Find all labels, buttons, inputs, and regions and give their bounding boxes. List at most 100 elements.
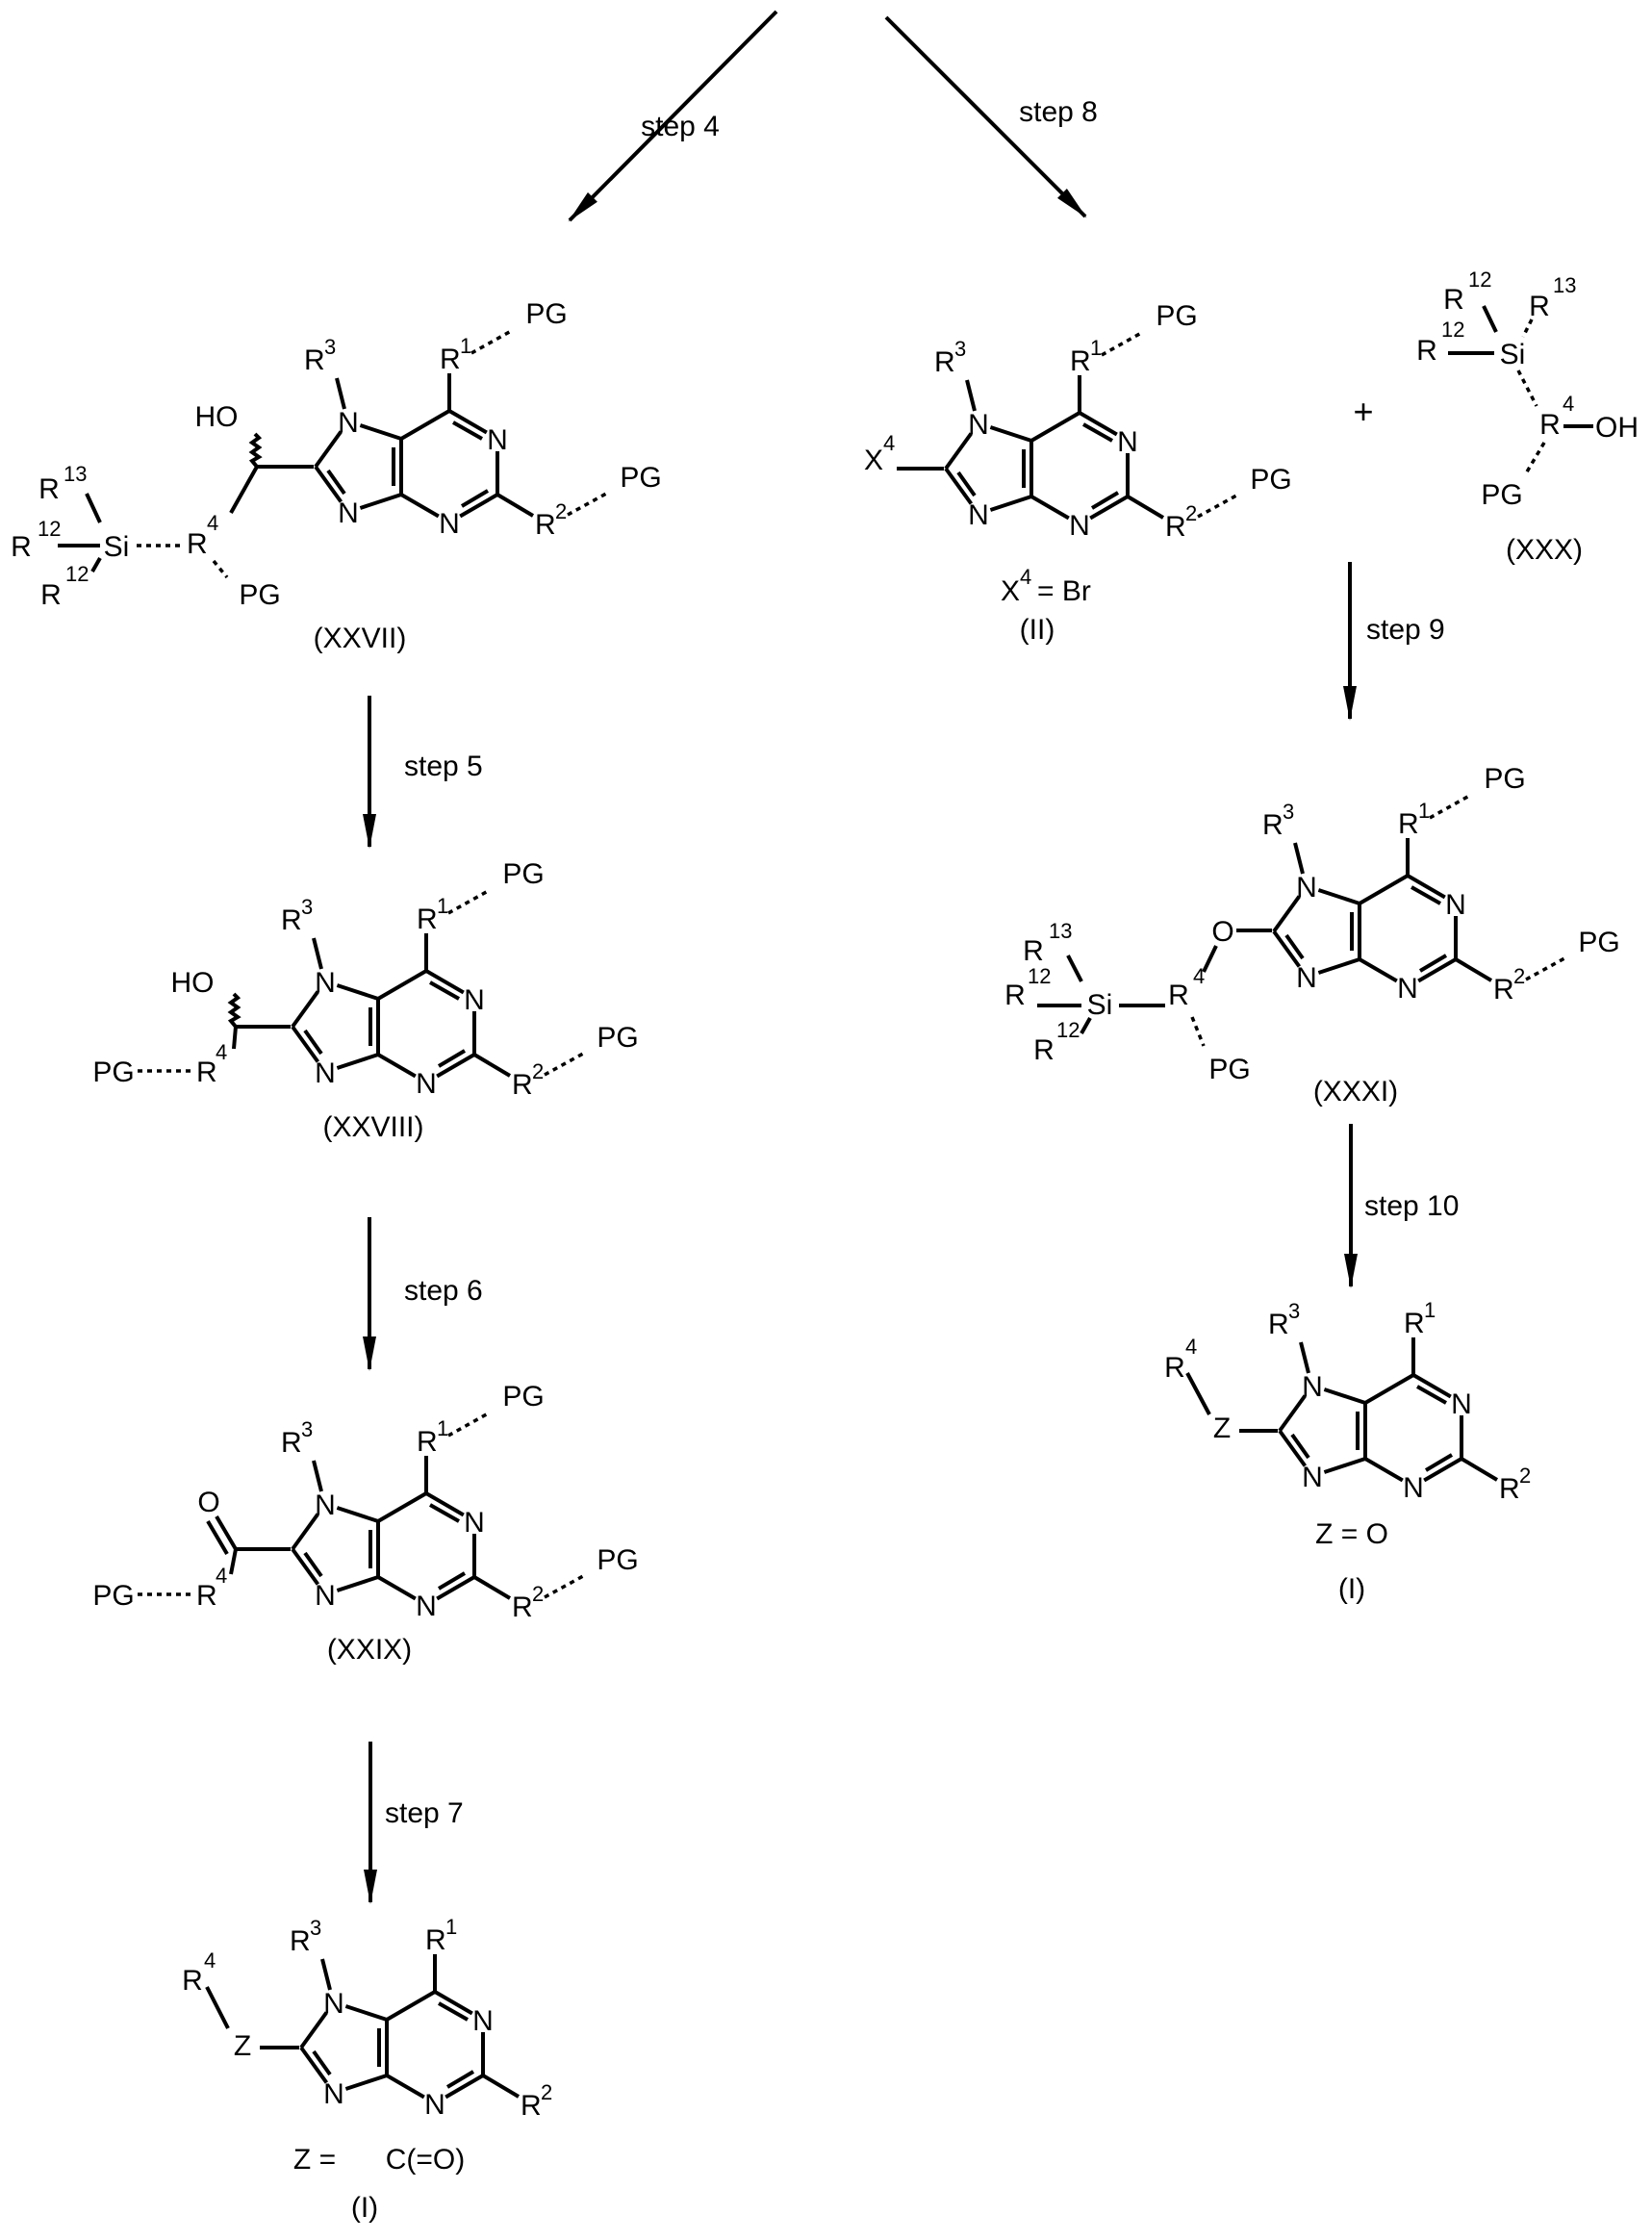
- ring-bond: [439, 2003, 468, 2020]
- bond: [87, 494, 100, 522]
- ring-bond: [337, 1508, 378, 1521]
- hydroxyl-label: HO: [195, 401, 239, 433]
- compound-xxviii: NNNNR3R1R2PGPG: [281, 858, 639, 1101]
- pg-link: [214, 561, 227, 577]
- superscript-1: 1: [1090, 336, 1102, 360]
- superscript-3: 3: [1288, 1299, 1300, 1323]
- wavy-bond: [231, 994, 238, 1027]
- step-10-label: step 10: [1364, 1190, 1459, 1222]
- substituent-r1: R: [440, 344, 461, 375]
- atom-n1: N: [464, 1507, 485, 1539]
- superscript-1: 1: [1418, 799, 1430, 823]
- si-link: [1518, 370, 1537, 406]
- substituent-r4: R: [196, 1580, 217, 1612]
- superscript: 12: [1468, 267, 1491, 292]
- superscript-1: 1: [1424, 1298, 1436, 1322]
- hydroxyl-label: OH: [1595, 412, 1639, 444]
- superscript: 13: [1049, 919, 1072, 943]
- compound-label-i-left: (I): [351, 2192, 378, 2224]
- superscript-3: 3: [301, 895, 313, 919]
- ring-bond: [360, 495, 401, 508]
- x4-definition-value: = Br: [1037, 575, 1091, 607]
- substituent-r4: R: [182, 1965, 203, 1997]
- substituent-r1: R: [417, 1426, 438, 1458]
- substituent-r2: R: [1493, 974, 1514, 1005]
- z-definition-lhs: Z =: [293, 2144, 336, 2176]
- atom-n7: N: [338, 407, 359, 439]
- substituent-r12: R: [1033, 1034, 1055, 1066]
- compound-xxvii: NNNNR3R1R2PGPG: [304, 298, 662, 541]
- bond: [234, 1027, 236, 1049]
- superscript: 4: [216, 1040, 227, 1064]
- superscript: 4: [216, 1564, 227, 1588]
- superscript-1: 1: [437, 1416, 448, 1440]
- substituent-r13: R: [1023, 935, 1044, 967]
- atom-n9: N: [338, 497, 359, 529]
- atom-n1: N: [487, 424, 508, 456]
- substituent-r2: R: [1499, 1473, 1520, 1505]
- protecting-group-r1: PG: [502, 1381, 544, 1413]
- compound-label-xxxi: (XXXI): [1313, 1076, 1398, 1107]
- protecting-group-r1: PG: [1484, 763, 1525, 795]
- linker-z: Z: [234, 2030, 251, 2062]
- atom-n3: N: [1069, 510, 1090, 542]
- ring-bond: [378, 1493, 426, 1521]
- protecting-group-r4: PG: [92, 1056, 134, 1088]
- hydroxyl-label: HO: [171, 967, 215, 999]
- superscript: 13: [1553, 273, 1576, 297]
- compound-label-i-right: (I): [1338, 1573, 1365, 1605]
- ring-bond: [474, 1055, 510, 1076]
- ring-bond: [1128, 496, 1163, 518]
- atom-n7: N: [968, 409, 989, 441]
- substituent-r1: R: [417, 904, 438, 935]
- superscript: 12: [65, 562, 89, 586]
- ring-bond: [337, 1577, 378, 1591]
- ring-bond: [1324, 1459, 1365, 1472]
- atom-n1: N: [1445, 889, 1466, 921]
- ring-bond: [430, 1505, 459, 1521]
- atom-n9: N: [315, 1057, 336, 1089]
- compound-label-xxx: (XXX): [1506, 534, 1583, 566]
- ring-bond: [1083, 424, 1112, 441]
- ring-bond: [337, 985, 378, 999]
- substituent-r1: R: [425, 1924, 446, 1956]
- superscript-2: 2: [1185, 501, 1197, 525]
- superscript-2: 2: [1519, 1464, 1531, 1488]
- atom-n9: N: [315, 1580, 336, 1612]
- oxygen-label: O: [197, 1487, 219, 1518]
- compound-i-right: NNNNR3R1R2: [1268, 1298, 1531, 1505]
- ring-bond: [1324, 1389, 1365, 1403]
- substituent-r1: R: [1398, 808, 1419, 840]
- step-4-label: step 4: [641, 111, 720, 142]
- pg-link: [568, 494, 606, 515]
- substituent-r3: R: [304, 344, 325, 376]
- substituent-r3: R: [1262, 809, 1283, 841]
- superscript: 12: [1028, 964, 1051, 988]
- atom-n3: N: [1397, 973, 1418, 1005]
- compound-ii: NNNNR3R1R2PGPG: [934, 300, 1292, 543]
- compound-label-xxviii: (XXVIII): [322, 1111, 423, 1143]
- ring-bond: [401, 495, 439, 517]
- pg-link: [1526, 443, 1544, 473]
- ring-bond: [345, 2075, 387, 2089]
- protecting-group-r4: PG: [1208, 1054, 1250, 1085]
- wavy-bond: [252, 434, 259, 467]
- bond: [207, 1987, 228, 2028]
- substituent-r3: R: [281, 904, 302, 936]
- superscript: 12: [1441, 318, 1464, 342]
- substituent-r13: R: [38, 473, 60, 505]
- superscript: 4: [883, 431, 895, 455]
- bond: [92, 558, 100, 572]
- superscript-2: 2: [532, 1059, 544, 1083]
- step-6-label: step 6: [404, 1275, 483, 1307]
- substituent-r2: R: [512, 1591, 533, 1623]
- bond: [1068, 955, 1081, 981]
- ring-bond: [1031, 496, 1069, 519]
- ring-bond: [1031, 413, 1080, 441]
- superscript-2: 2: [555, 499, 567, 523]
- pg-link: [1430, 795, 1471, 818]
- protecting-group-r1: PG: [1156, 300, 1197, 332]
- superscript-3: 3: [324, 335, 336, 359]
- ring-bond: [483, 2075, 519, 2097]
